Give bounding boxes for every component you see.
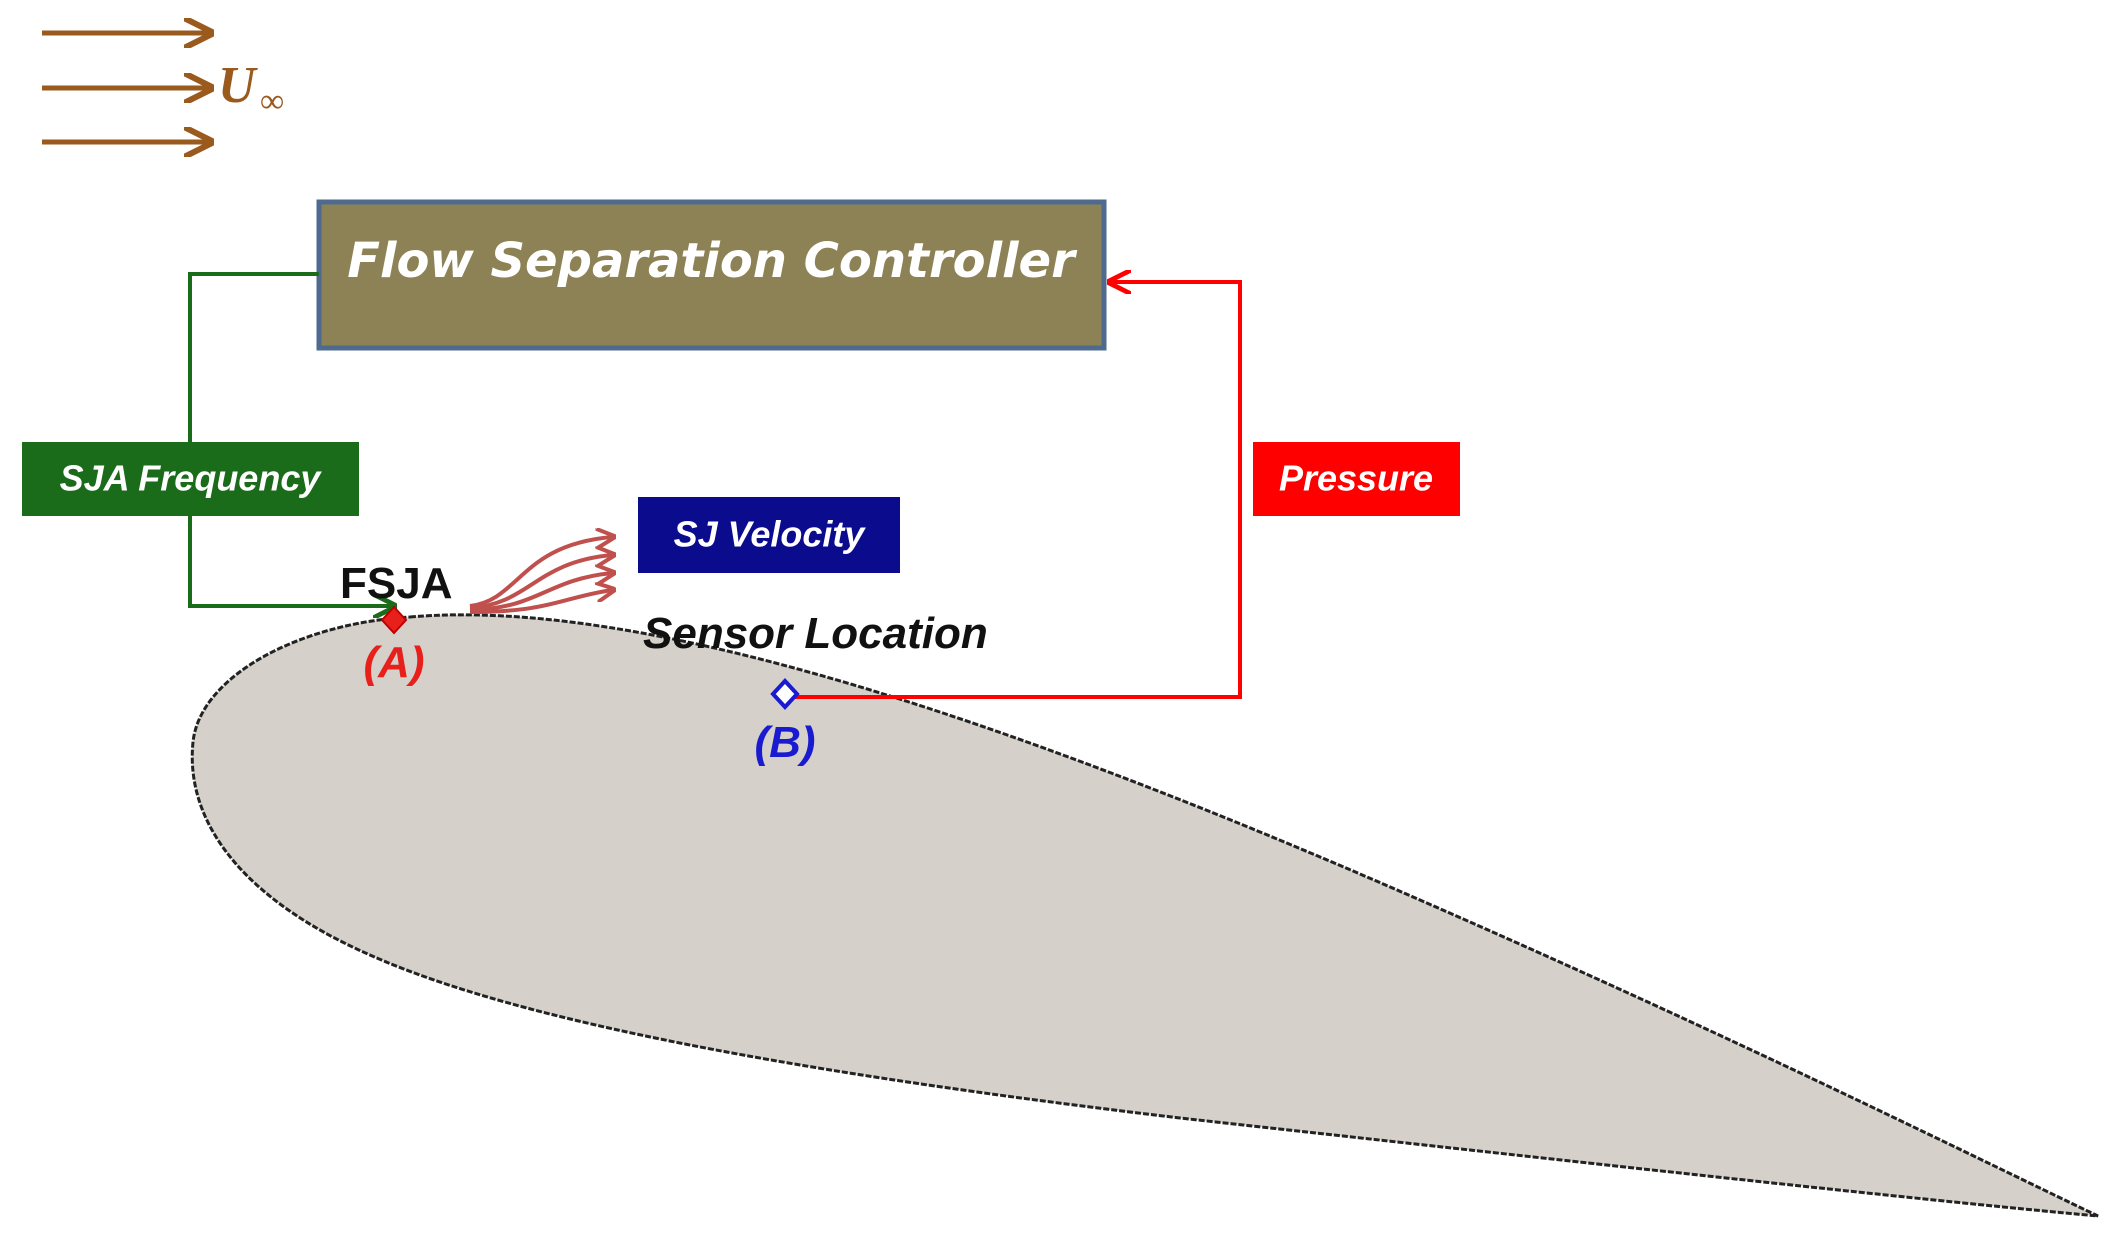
fsja-label: FSJA [340,559,452,608]
point-b-label: (B) [754,718,815,767]
pressure-label: Pressure [1279,458,1433,499]
pressure-line [785,282,1242,699]
controller-label: Flow Separation Controller [347,233,1078,289]
pressure-box [1253,442,1460,516]
synthetic-jet-arrows [469,537,612,614]
point-a-label: (A) [363,638,424,687]
controller-box [316,199,1107,351]
sja-frequency-label: SJA Frequency [60,458,323,499]
sja-frequency-box [22,442,359,516]
freestream-subscript: ∞ [260,83,284,120]
sja-frequency-line [188,272,392,606]
point-b-marker [770,678,800,710]
airfoil [190,613,2099,1218]
sj-velocity-box [638,497,900,573]
sensor-location-label: Sensor Location [643,609,988,658]
freestream-label: U∞ [218,57,284,120]
freestream-symbol: U [218,57,258,114]
point-a-marker [380,605,408,635]
freestream-arrows [42,33,208,142]
sj-velocity-label: SJ Velocity [674,514,867,555]
